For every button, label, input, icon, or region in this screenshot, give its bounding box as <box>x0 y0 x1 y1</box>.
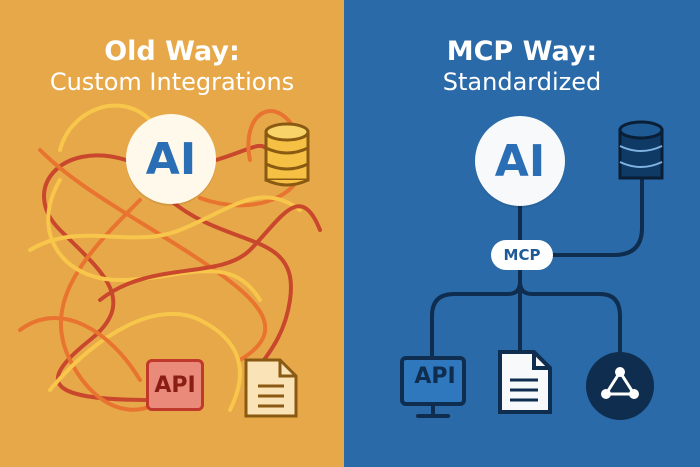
database-icon <box>618 120 664 180</box>
network-graph-icon <box>586 352 654 420</box>
mcp-way-subtitle: Standardized <box>442 68 602 96</box>
old-way-title: Old Way: <box>104 36 240 67</box>
ai-hub-mcp: AI <box>475 116 565 206</box>
document-icon <box>498 350 552 414</box>
old-way-panel: Old Way: Custom Integrations AI API <box>0 0 344 467</box>
old-way-subtitle: Custom Integrations <box>49 68 295 96</box>
mcp-way-panel: MCP Way: Standardized AI MCP API <box>344 0 700 467</box>
ai-hub-old: AI <box>126 114 216 204</box>
mcp-protocol-pill: MCP <box>491 240 553 270</box>
mcp-way-background <box>344 0 700 467</box>
standardized-connections <box>430 178 644 360</box>
document-icon <box>244 358 298 418</box>
tangled-connections <box>18 103 322 412</box>
api-label: API <box>414 364 456 389</box>
api-box-icon: API <box>146 359 204 411</box>
database-icon <box>264 122 310 187</box>
mcp-way-title: MCP Way: <box>446 36 598 67</box>
monitor-api-icon <box>400 356 466 418</box>
